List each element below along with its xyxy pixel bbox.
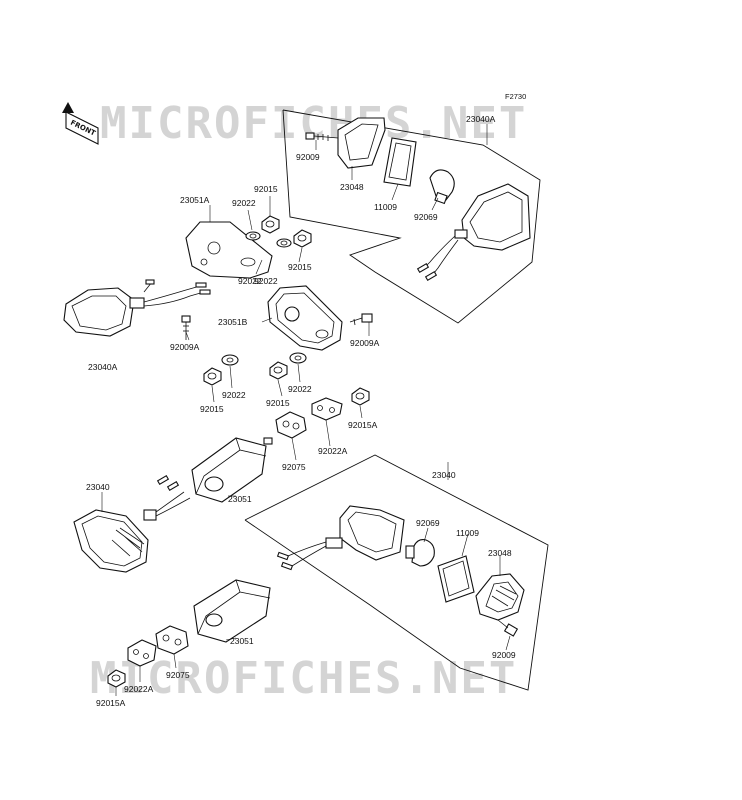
- label-92069-upper: 92069: [414, 212, 438, 222]
- bulb-92069-lower: [405, 539, 435, 567]
- figure-code: F2730: [505, 92, 526, 101]
- label-92075-upper: 92075: [282, 462, 306, 472]
- label-92022-a: 92022: [232, 198, 256, 208]
- label-92075-lower: 92075: [166, 670, 190, 680]
- nut-92015-d: [269, 361, 288, 380]
- label-23040A-left: 23040A: [88, 362, 118, 372]
- callout-box-upper-right: [282, 109, 541, 324]
- washer-92022-a: [245, 231, 261, 241]
- screw-92009A-left: [181, 315, 191, 340]
- label-92022A-upper: 92022A: [318, 446, 348, 456]
- bracket-23051A: [185, 221, 273, 279]
- screw-92009A-right: [349, 313, 373, 326]
- label-92009-upper: 92009: [296, 152, 320, 162]
- label-92015-a: 92015: [254, 184, 278, 194]
- front-arrow-icon: FRONT: [62, 102, 99, 145]
- leader-lines: [101, 124, 511, 696]
- nut-92015-c: [203, 367, 222, 386]
- stay-23051-lower: [193, 579, 271, 643]
- label-23040-right: 23040: [432, 470, 456, 480]
- washer-92022-b: [276, 238, 292, 248]
- bracket-23051B: [267, 285, 343, 351]
- label-23051A: 23051A: [180, 195, 210, 205]
- label-92015A-lower: 92015A: [96, 698, 126, 708]
- label-92022A-lower: 92022A: [124, 684, 154, 694]
- label-92022-e: 92022: [288, 384, 312, 394]
- screw-92009-upper: [305, 132, 339, 141]
- label-11009-upper: 11009: [374, 202, 397, 212]
- lens-23048-lower: [475, 573, 525, 621]
- label-92069-lower: 92069: [416, 518, 440, 528]
- label-23040A-upper: 23040A: [466, 114, 496, 124]
- label-23048-upper: 23048: [340, 182, 364, 192]
- turn-signal-23040-right: [276, 505, 405, 571]
- nut-92015A-lower: [107, 669, 126, 688]
- callout-box-lower-right: [244, 454, 549, 691]
- gasket-11009-upper: [383, 137, 417, 187]
- label-23051B: 23051B: [218, 317, 248, 327]
- plate-92022A-lower: [127, 639, 157, 667]
- lens-23048-upper: [337, 117, 386, 169]
- label-11009-lower: 11009: [456, 528, 479, 538]
- watermark-bottom: MICROFICHES.NET: [90, 653, 517, 704]
- turn-signal-23040A-left: [63, 279, 211, 337]
- label-92009A-right: 92009A: [350, 338, 380, 348]
- part-labels: 23040A 92009 23048 11009 92069 23051A 92…: [86, 114, 516, 708]
- label-92015-c: 92015: [200, 404, 224, 414]
- label-92009-lower: 92009: [492, 650, 516, 660]
- gasket-11009-lower: [437, 555, 475, 603]
- label-23051-lower: 23051: [230, 636, 254, 646]
- stay-23051-middle: [191, 437, 273, 503]
- label-23048-lower: 23048: [488, 548, 512, 558]
- label-92015-b: 92015: [288, 262, 312, 272]
- label-92022-b: 92022: [238, 276, 262, 286]
- plate-92022A-upper: [311, 397, 343, 421]
- screw-92009-lower: [497, 619, 519, 637]
- nut-92015-b: [293, 229, 312, 248]
- turn-signal-23040A-right: [416, 183, 531, 281]
- label-92015-d: 92015: [266, 398, 290, 408]
- washer-92022-d: [289, 352, 307, 364]
- label-23040-left: 23040: [86, 482, 110, 492]
- washer-92022-c: [221, 354, 239, 366]
- watermark-top: MICROFICHES.NET: [100, 98, 527, 149]
- label-92009A-left: 92009A: [170, 342, 200, 352]
- label-23051-middle: 23051: [228, 494, 252, 504]
- label-92015A-upper: 92015A: [348, 420, 378, 430]
- label-92022-c: 92022: [254, 276, 278, 286]
- label-92022-d: 92022: [222, 390, 246, 400]
- nut-92015A-upper: [351, 387, 370, 406]
- nut-92015-a: [261, 215, 280, 234]
- grommet-92075-lower: [155, 625, 189, 655]
- turn-signal-23040-left: [73, 475, 191, 573]
- grommet-92075-upper: [275, 411, 307, 439]
- bulb-92069-upper: [429, 169, 455, 205]
